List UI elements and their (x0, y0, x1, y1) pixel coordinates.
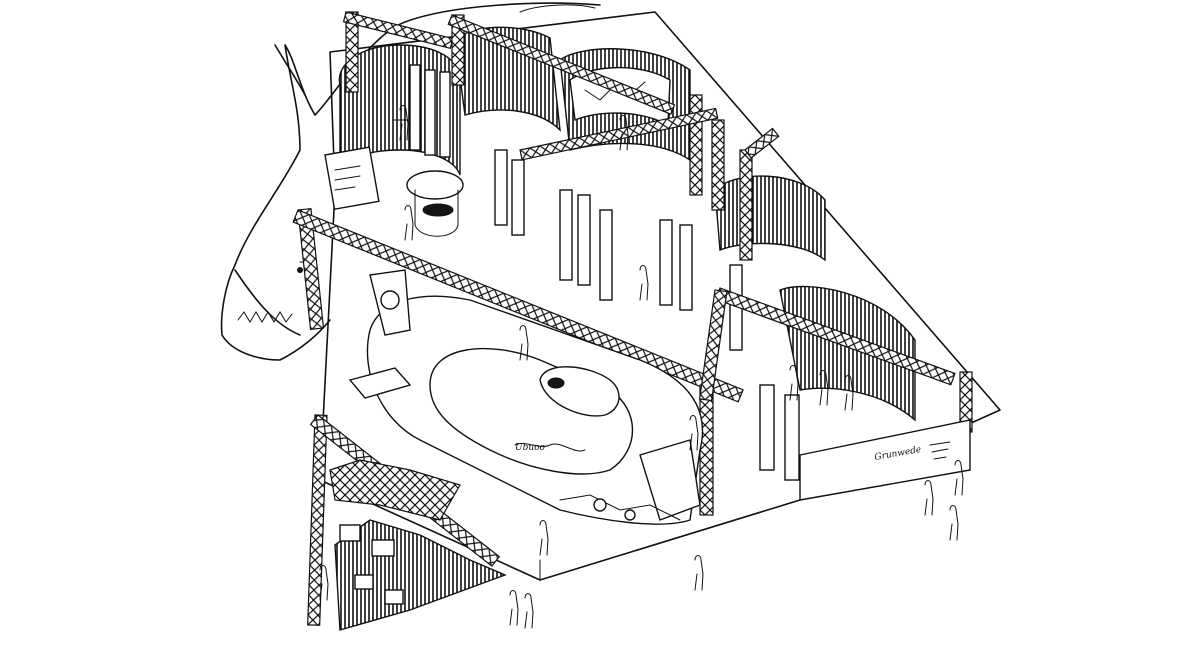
info-wall-right: Grunwede (799, 419, 971, 501)
display-truss-front-left (307, 414, 507, 631)
submarine-label: Ubuoo (515, 443, 546, 453)
visitor-figures (319, 105, 964, 629)
column-group (409, 64, 800, 481)
submarine-exhibit: Ubuoo (348, 269, 704, 525)
truss-frames-main (292, 207, 973, 516)
truss-frames-rear (342, 11, 780, 261)
shark-illustration (220, 2, 601, 361)
side-panels (324, 146, 464, 237)
